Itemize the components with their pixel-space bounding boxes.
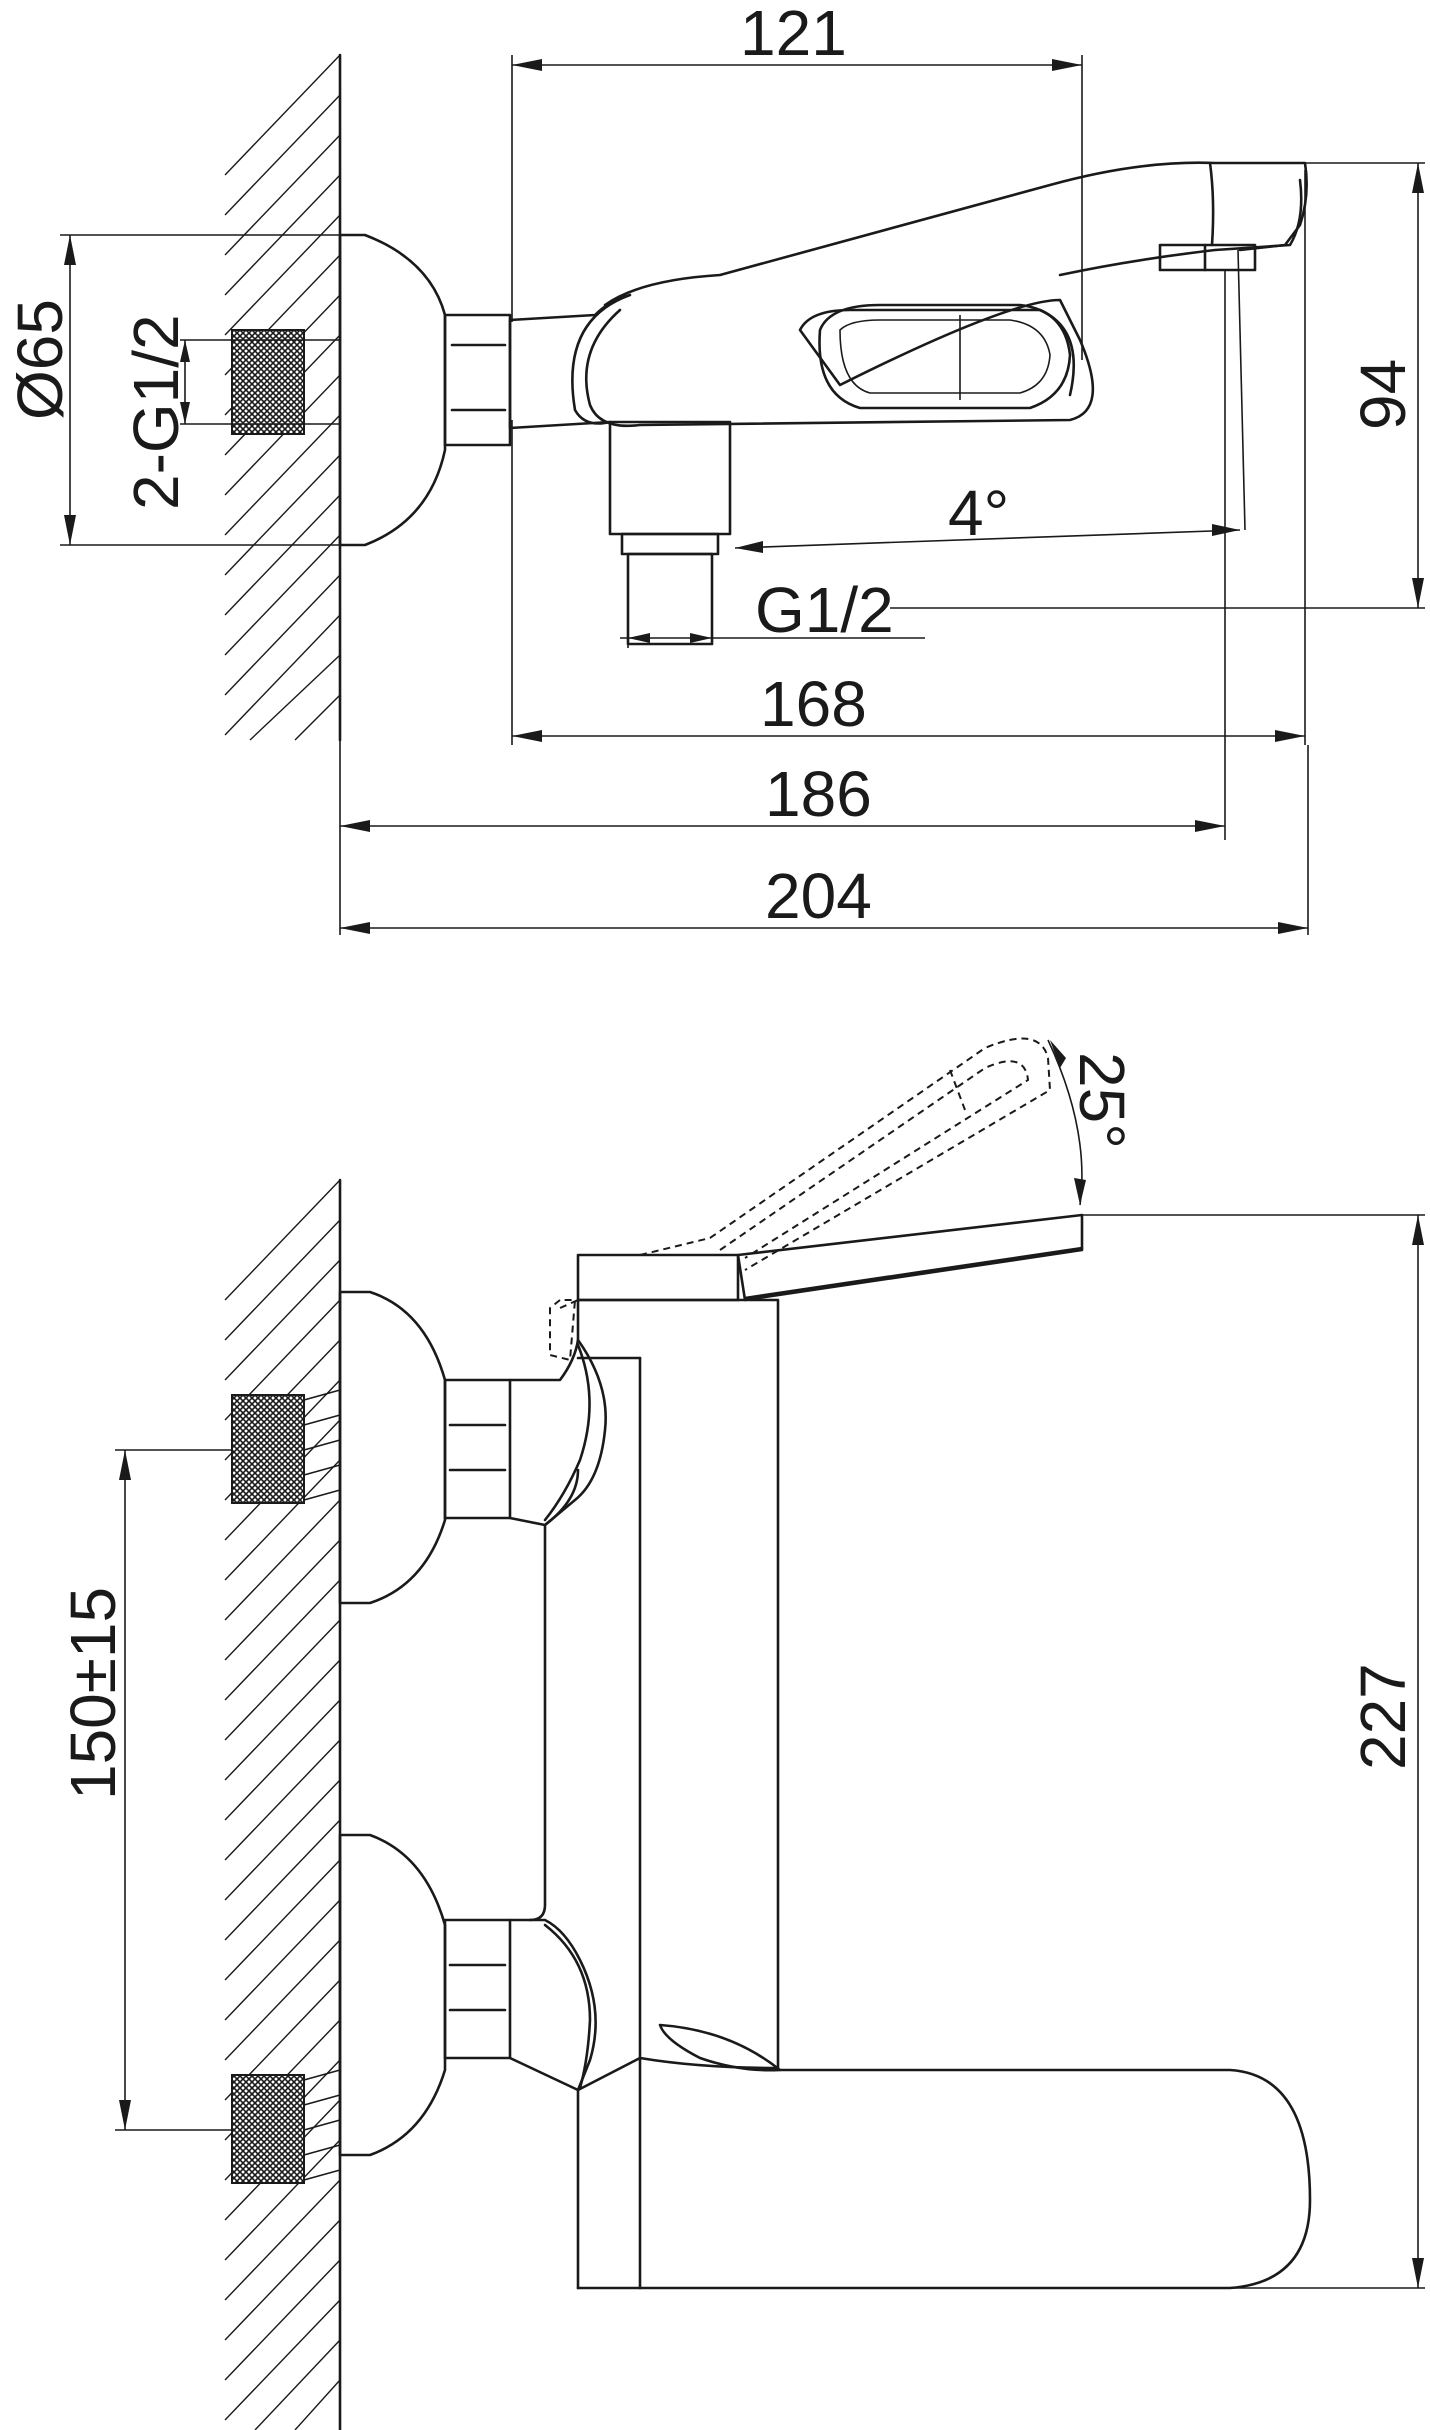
mixer-body-top — [508, 161, 1308, 646]
adapter-lower — [443, 1918, 512, 2060]
dimension-2-g1-2: 2-G1/2 — [120, 314, 192, 510]
wall-hatch-side — [224, 1178, 342, 2430]
dimension-g1-2: G1/2 — [620, 574, 925, 648]
dim-d65-label: Ø65 — [4, 299, 76, 420]
s-bend-upper — [508, 1338, 607, 1527]
dimension-angle-4: 4° — [734, 249, 1246, 553]
dim-186-label: 186 — [765, 758, 872, 830]
dimension-diameter-65: Ø65 — [4, 234, 345, 546]
top-view: 121 94 Ø65 2-G1/2 — [4, 0, 1425, 935]
adapter-top — [443, 313, 512, 447]
wall-hatch-top — [224, 53, 342, 742]
wall-connector-top — [180, 329, 340, 435]
adapter-upper — [443, 1378, 512, 1520]
dim-2g12-label: 2-G1/2 — [120, 314, 192, 510]
dim-168-label: 168 — [760, 668, 867, 740]
lever-handle-side — [549, 1037, 1084, 1362]
dim-204-label: 204 — [765, 860, 872, 932]
dimension-121: 121 — [511, 0, 1083, 360]
dim-227-label: 227 — [1347, 1663, 1419, 1770]
dimension-186: 186 — [339, 270, 1226, 935]
wall-connector-upper — [231, 1389, 341, 1504]
dim-121-label: 121 — [740, 0, 847, 69]
dimension-204: 204 — [340, 745, 1309, 935]
escutcheon-upper — [338, 1290, 447, 1605]
dim-angle25-label: 25° — [1066, 1052, 1138, 1149]
dim-150-label: 150±15 — [57, 1587, 129, 1800]
dimension-227: 227 — [1230, 1215, 1425, 2289]
s-bend-lower — [508, 1918, 597, 2092]
side-view: 25° 227 150±15 — [57, 1037, 1425, 2430]
escutcheon-lower — [338, 1833, 447, 2157]
dim-94-label: 94 — [1347, 359, 1419, 430]
dimension-94: 94 — [890, 162, 1425, 609]
dimension-angle-25: 25° — [1047, 1039, 1425, 1216]
mixer-body-side — [528, 1298, 780, 2092]
dimension-168: 168 — [511, 170, 1306, 745]
dim-g12-label: G1/2 — [755, 574, 894, 646]
dimension-150: 150±15 — [57, 1449, 232, 2131]
wall-connector-lower — [231, 2069, 341, 2184]
dim-angle4-label: 4° — [948, 477, 1009, 549]
escutcheon-top — [338, 233, 447, 547]
spout-side — [638, 2068, 1312, 2290]
